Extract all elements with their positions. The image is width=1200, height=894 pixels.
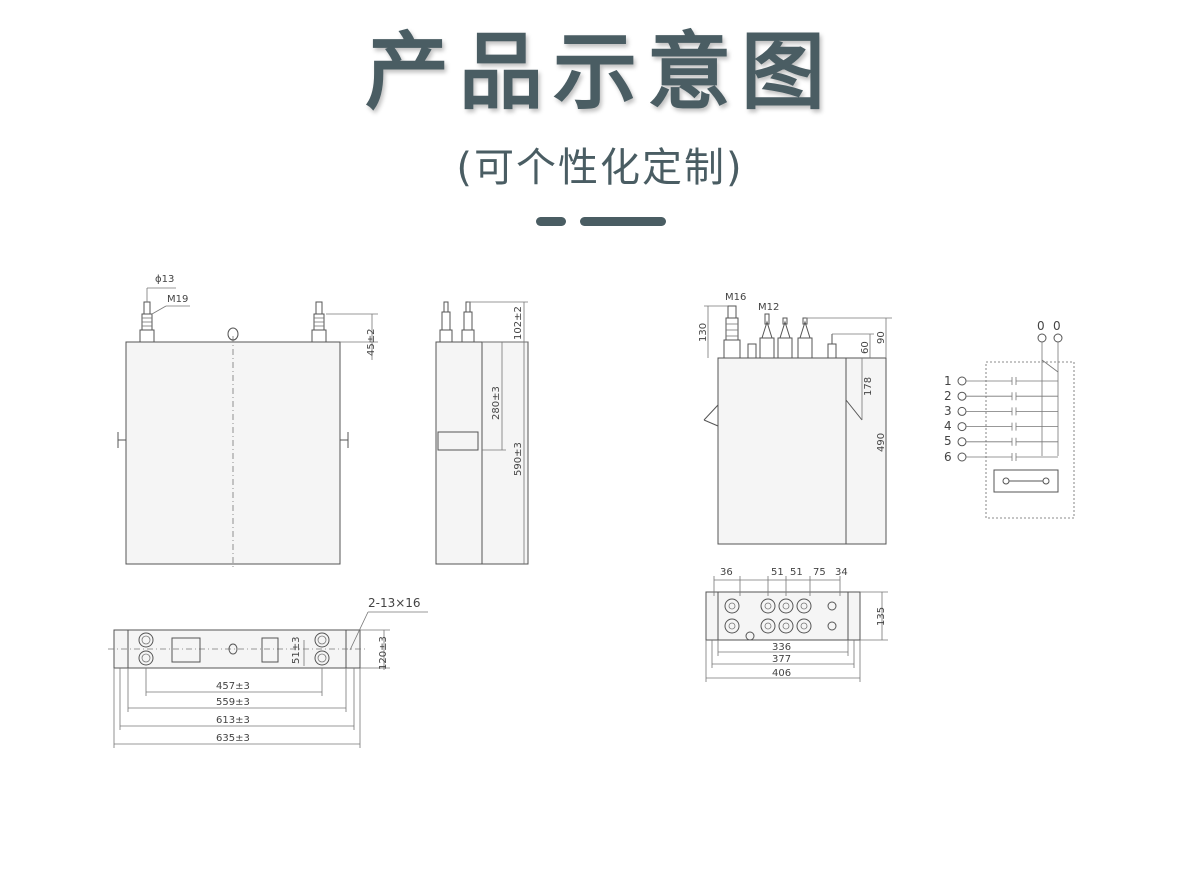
schematic-terminal-circle	[957, 452, 967, 462]
left-depth-inner-label: 51±3	[291, 637, 302, 664]
left-front-view: ϕ13 M19 45±2	[117, 274, 378, 570]
right-spacing-a-label: 36	[720, 567, 733, 578]
left-mid-height-label: 280±3	[491, 386, 502, 420]
right-large-terminal	[723, 305, 741, 359]
right-spacing-b-label: 51	[771, 567, 784, 578]
right-width-b-label: 377	[772, 654, 791, 665]
right-height-b-label: 90	[876, 331, 887, 344]
schematic-terminal-4: 4	[944, 419, 952, 433]
wiring-schematic: 0 0 1 2 3 4 5 6	[944, 319, 1075, 519]
right-depth-label: 135	[876, 607, 887, 626]
schematic-terminal-circle	[957, 376, 967, 386]
schematic-terminal-6: 6	[944, 450, 952, 464]
right-thread-small-label: M12	[758, 302, 779, 313]
right-terminal	[311, 301, 327, 343]
left-total-height-label: 590±3	[513, 442, 524, 476]
right-height-c-label: 60	[860, 341, 871, 354]
decor-dash-short	[536, 217, 566, 226]
left-holes-label: 2-13×16	[368, 596, 421, 610]
schematic-terminal-circle	[957, 406, 967, 416]
schematic-terminal-circle	[957, 437, 967, 447]
right-thread-large-label: M16	[725, 292, 746, 303]
right-small-terminals	[747, 313, 837, 359]
left-depth-outer-label: 120±3	[378, 636, 389, 670]
left-dim-b-label: 559±3	[216, 697, 250, 708]
right-height-a-label: 130	[698, 323, 709, 342]
right-spacing-e-label: 34	[835, 567, 848, 578]
right-height-d-label: 178	[863, 377, 874, 396]
page-subtitle: (可个性化定制)	[456, 145, 744, 191]
left-thread-label: M19	[167, 294, 188, 305]
right-front-view: M16 M12 130 90 60 178 490	[698, 292, 892, 545]
schematic-terminal-1: 1	[944, 374, 952, 388]
schematic-top-right-label: 0	[1053, 319, 1061, 333]
left-terminal-dia-label: ϕ13	[155, 274, 174, 285]
left-terminal	[139, 301, 155, 343]
schematic-top-left-label: 0	[1037, 319, 1045, 333]
schematic-terminal-circle	[957, 391, 967, 401]
right-spacing-d-label: 75	[813, 567, 826, 578]
left-dim-a-label: 457±3	[216, 681, 250, 692]
left-dim-d-label: 635±3	[216, 733, 250, 744]
left-dim-c-label: 613±3	[216, 715, 250, 726]
right-bottom-view: 36 51 51 75 34 135 336 377 406	[705, 567, 888, 682]
right-width-c-label: 406	[772, 668, 791, 679]
right-spacing-c-label: 51	[790, 567, 803, 578]
right-height-e-label: 490	[876, 433, 887, 452]
right-front-body	[717, 357, 887, 545]
schematic-terminal-circle	[957, 422, 967, 432]
schematic-terminal-3: 3	[944, 404, 952, 418]
left-bottom-view: 2-13×16 51±3 120±3 457±3 559±3 613±3 635…	[108, 596, 428, 748]
right-width-a-label: 336	[772, 642, 791, 653]
schematic-terminal-5: 5	[944, 434, 952, 448]
left-terminal-height-label: 45±2	[366, 329, 377, 356]
left-side-view: 102±2 280±3 590±3	[435, 301, 529, 565]
page-title: 产品示意图	[364, 23, 835, 121]
schematic-terminal-2: 2	[944, 389, 952, 403]
decor-dash-long	[580, 217, 666, 226]
left-top-height-label: 102±2	[513, 306, 524, 340]
